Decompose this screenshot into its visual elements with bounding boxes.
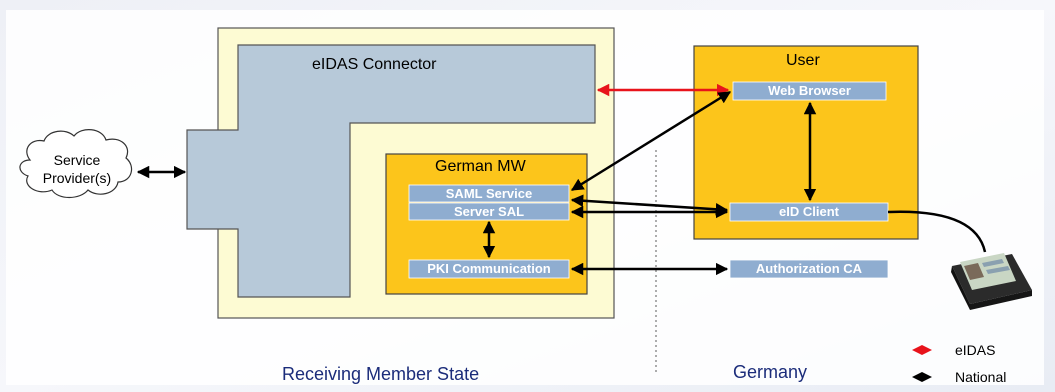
reader-cable <box>887 210 987 253</box>
service-provider-label: Service Provider(s) <box>32 151 122 187</box>
region-receiving-label: Receiving Member State <box>282 364 480 384</box>
card-reader-icon <box>951 253 1032 310</box>
web-browser-box <box>732 81 887 101</box>
service-provider-cloud <box>19 129 133 199</box>
saml-service-label: SAML Service <box>445 186 533 201</box>
authorization-ca-box <box>729 259 889 279</box>
legend-eidas-arrow <box>912 345 932 355</box>
legend-national-arrow <box>912 372 932 382</box>
legend-eidas-label: eIDAS <box>955 342 996 358</box>
server-sal-label: Server SAL <box>453 204 525 219</box>
german-mw-title: German MW <box>435 158 526 175</box>
region-germany-label: Germany <box>733 362 808 382</box>
service-provider-line-2: Provider(s) <box>42 170 112 186</box>
service-provider-line-1: Service <box>53 152 101 168</box>
pki-communication-label: PKI Communication <box>427 261 551 276</box>
eid-client-label: eID Client <box>779 204 839 219</box>
authorization-ca-label: Authorization CA <box>755 261 863 276</box>
server-sal-box <box>408 202 570 221</box>
legend-national-label: National <box>955 369 1007 385</box>
user-title: User <box>786 52 820 69</box>
saml-service-box <box>408 184 570 203</box>
arrow-saml-browser <box>570 90 732 192</box>
web-browser-label: Web Browser <box>768 83 851 98</box>
pki-communication-box <box>408 259 570 279</box>
connector-title: eIDAS Connector <box>312 56 437 73</box>
